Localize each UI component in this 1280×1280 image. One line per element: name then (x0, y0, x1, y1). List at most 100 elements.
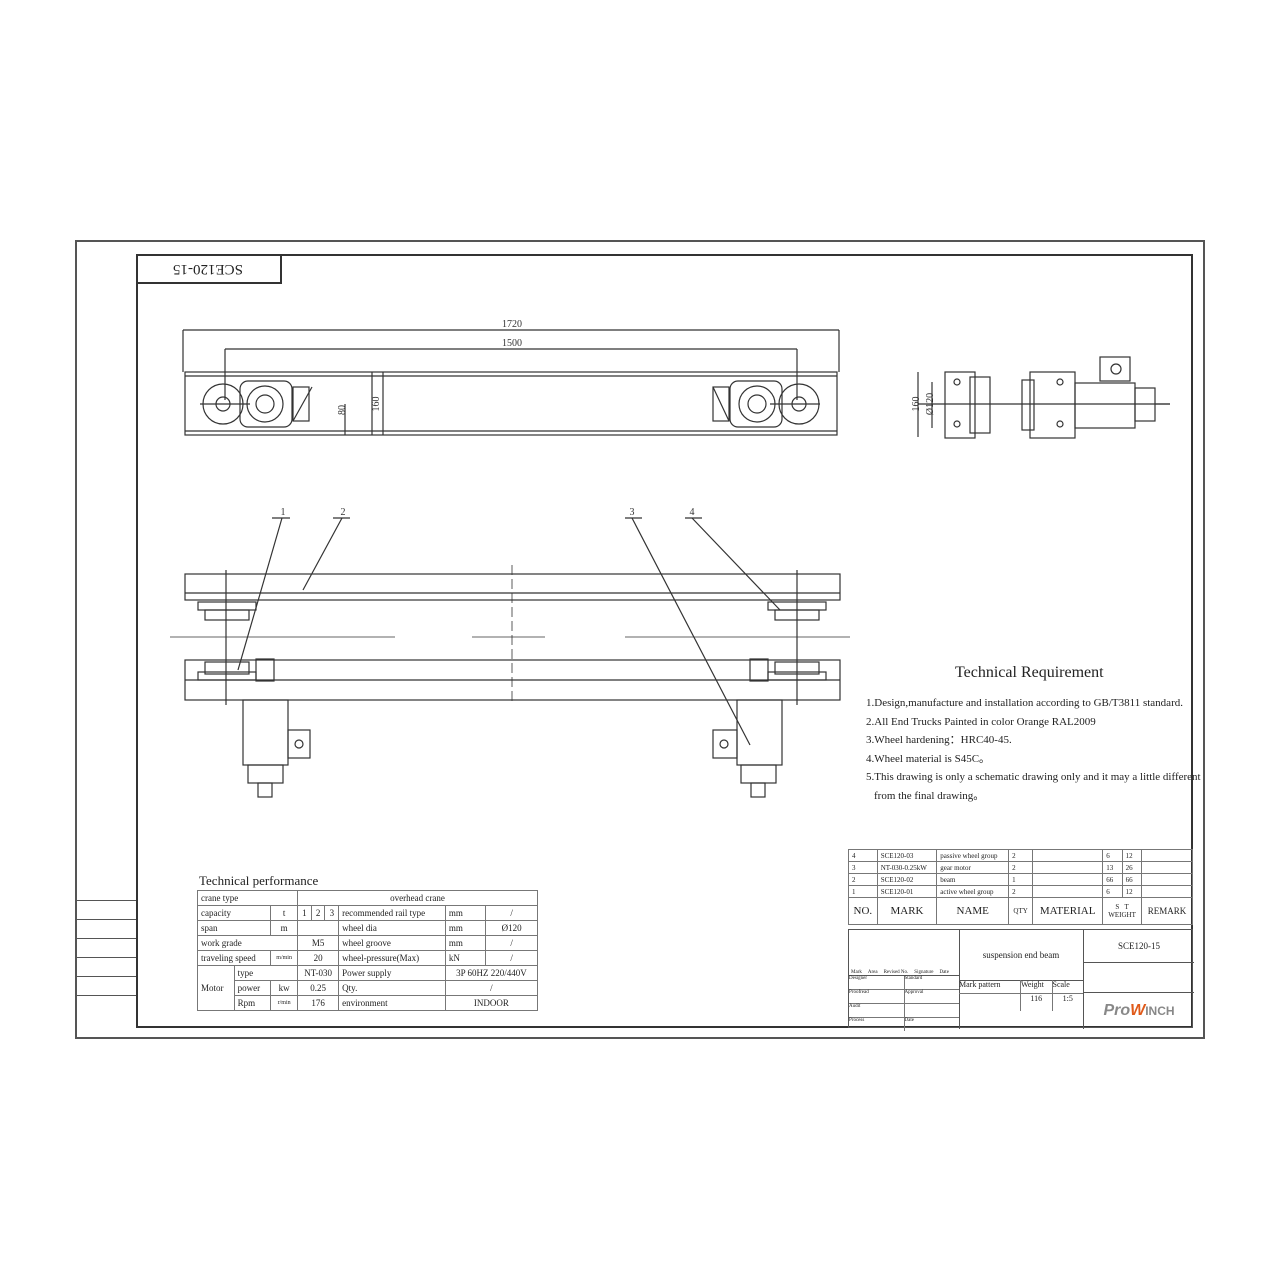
cell (1032, 861, 1104, 874)
cell: 2 (1008, 849, 1034, 862)
table-row: 2 SCE120-02 beam 1 66 66 (848, 873, 1194, 886)
cell: Rpm (233, 995, 272, 1011)
requirement-item: 1.Design,manufacture and installation ac… (866, 697, 1183, 709)
cell: 2 (310, 905, 326, 921)
cell (1032, 885, 1104, 898)
cell (1140, 861, 1194, 874)
drawing-number: SCE120-15 (1083, 930, 1194, 963)
top-view-beam (184, 371, 838, 436)
cell: passive wheel group (936, 849, 1010, 862)
outer-border (75, 240, 1205, 1039)
technical-requirement-title: Technical Requirement (955, 664, 1104, 681)
cell: 26 (1121, 861, 1142, 874)
cell: 13 (1102, 861, 1123, 874)
cell: 1 (1008, 873, 1034, 886)
cell (1140, 849, 1194, 862)
table-row: Motor type NT-030 Power supply 3P 60HZ 2… (197, 965, 539, 1011)
svg-text:2: 2 (341, 507, 346, 518)
cell: 2 (1008, 861, 1034, 874)
table-row: Rpm r/min 176 environment INDOOR (198, 995, 539, 1011)
requirement-item: 2.All End Trucks Painted in color Orange… (866, 715, 1096, 728)
cell: 176 (297, 995, 340, 1011)
cell: M5 (297, 935, 340, 951)
cell: Power supply (338, 965, 446, 981)
cell: 12 (1121, 849, 1142, 862)
cell: m/min (270, 950, 299, 966)
svg-text:Ø120: Ø120 (925, 393, 936, 415)
cell: overhead crane (297, 890, 538, 906)
role-standard: Standard (904, 976, 959, 990)
logo-w: W (1130, 1001, 1146, 1019)
cell: 6 (1102, 885, 1123, 898)
header-cell: NO. (848, 897, 878, 925)
table-row: crane type overhead crane (196, 890, 538, 906)
cell: m (270, 920, 299, 936)
cell: 3 (848, 861, 878, 874)
mark-pattern-grid: Mark pattern Weight Scale 116 1:5 (959, 980, 1083, 1029)
table-row: 3 NT-030-0.25kW gear motor 2 13 26 (848, 861, 1194, 874)
cell: active wheel group (936, 885, 1010, 898)
header-cell: MARK (876, 897, 938, 925)
cell: 20 (297, 950, 340, 966)
t-label: T (1124, 903, 1129, 911)
svg-text:1720: 1720 (502, 319, 522, 330)
cell (1140, 885, 1194, 898)
drawing-name: suspension end beam (959, 930, 1083, 981)
rev-header: Date (939, 970, 949, 975)
cell: power (233, 980, 272, 996)
cell: span (196, 920, 272, 936)
cell: wheel groove (338, 935, 446, 951)
requirement-item: 3.Wheel hardening：HRC40-45. (866, 734, 1012, 746)
table-row: 4 SCE120-03 passive wheel group 2 6 12 (848, 849, 1194, 862)
cell: recommended rail type (338, 905, 446, 921)
cell: Ø120 (485, 920, 538, 936)
cell: type (233, 965, 299, 981)
svg-text:160: 160 (911, 397, 922, 412)
rev-header: Mark (851, 970, 862, 975)
role-date: Date (904, 1018, 914, 1023)
cell: SCE120-02 (876, 873, 938, 886)
cell: wheel dia (338, 920, 446, 936)
role-proofread: Proofread (849, 990, 904, 1004)
table-row: capacity t 1 2 3 recommended rail type m… (196, 905, 538, 921)
cell: gear motor (936, 861, 1010, 874)
role-blank (904, 1004, 959, 1018)
cell: traveling speed (196, 950, 272, 966)
table-row: traveling speed m/min 20 wheel-pressure(… (196, 950, 538, 966)
requirement-item: 5.This drawing is only a schematic drawi… (866, 771, 1201, 783)
scale-label: Scale (1052, 980, 1070, 989)
cell: 66 (1121, 873, 1142, 886)
cell: kw (270, 980, 299, 996)
cell: / (485, 935, 538, 951)
cell: NT-030-0.25kW (876, 861, 938, 874)
drawing-number-tab: SCE120-15 (136, 254, 282, 284)
cell: work grade (196, 935, 299, 951)
table-row: work grade M5 wheel groove mm / (196, 935, 538, 951)
inner-border (136, 254, 1193, 1028)
cell (1032, 873, 1104, 886)
svg-text:3: 3 (630, 507, 635, 518)
svg-text:160: 160 (371, 397, 382, 412)
cell: capacity (196, 905, 272, 921)
cell: 2 (1008, 885, 1034, 898)
rev-header: Revised No. (883, 970, 909, 975)
role-process: Process (849, 1018, 865, 1023)
mark-pattern-label: Mark pattern (959, 980, 1021, 993)
cell: mm (444, 920, 487, 936)
bill-of-materials: 4 SCE120-03 passive wheel group 2 6 12 3… (848, 849, 1194, 925)
cell (1140, 873, 1194, 886)
cell: 66 (1102, 873, 1123, 886)
weight-label: Weight (1021, 980, 1053, 993)
svg-text:1500: 1500 (502, 338, 522, 349)
blank-cell (1083, 962, 1194, 993)
logo-inch: INCH (1145, 1003, 1175, 1018)
cell: Qty. (338, 980, 446, 996)
header-cell: QTY (1008, 897, 1034, 925)
svg-text:80: 80 (337, 405, 348, 415)
cell: NT-030 (297, 965, 340, 981)
cell: 3 (324, 905, 340, 921)
requirement-item: from the final drawing。 (874, 789, 985, 802)
cell: 1 (297, 905, 312, 921)
